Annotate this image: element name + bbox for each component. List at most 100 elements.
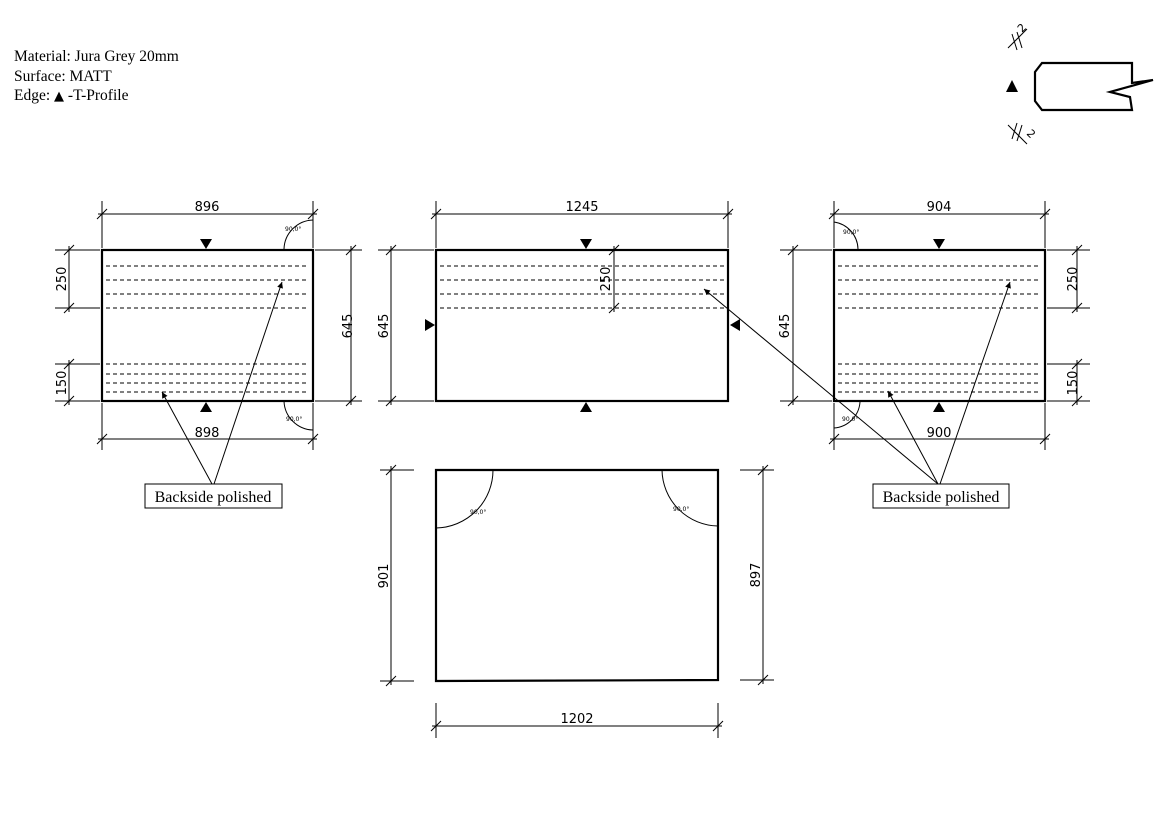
- bottom-right-height: 897: [749, 563, 764, 588]
- dim-tick: [1071, 302, 1083, 314]
- dim-tick: [96, 433, 108, 445]
- angle-arc: [833, 401, 861, 429]
- angle-label: 90,0°: [285, 226, 301, 233]
- edge-triangle-icon: [933, 402, 945, 412]
- profile-edge-triangle-icon: [1006, 80, 1018, 92]
- left-top-width: 896: [195, 200, 220, 215]
- dim-tick: [828, 433, 840, 445]
- angle-label: 90,0°: [286, 416, 302, 423]
- edge-triangle-icon: [425, 319, 435, 331]
- left-panel-outline: [100, 248, 315, 403]
- dim-tick: [787, 395, 799, 407]
- left-band-top: 250: [55, 267, 70, 292]
- dim-tick: [63, 395, 75, 407]
- profile-outline: [1033, 61, 1154, 112]
- callout-right: Backside polished: [703, 281, 1011, 509]
- bottom-left-height: 901: [377, 564, 392, 589]
- edge-label: Edge:: [14, 87, 51, 104]
- center-panel-outline: [434, 248, 730, 403]
- dim-tick: [307, 433, 319, 445]
- leader-arrow: [939, 281, 1011, 485]
- center-width: 1245: [565, 200, 598, 215]
- edge-triangle-icon: [730, 319, 740, 331]
- edge-triangle-icon: [200, 239, 212, 249]
- chamfer-bottom-label: 2: [1024, 127, 1038, 141]
- callout-left-label: Backside polished: [155, 489, 272, 506]
- dim-tick: [1071, 395, 1083, 407]
- material-line: Material: Jura Grey 20mm: [14, 48, 179, 65]
- dim-tick: [345, 395, 357, 407]
- angle-arc: [283, 219, 314, 250]
- dim-tick: [1071, 244, 1083, 256]
- edge-triangle-icon: [580, 402, 592, 412]
- angle-arc: [283, 400, 314, 431]
- bottom-width: 1202: [560, 712, 593, 727]
- dim-tick: [1039, 433, 1051, 445]
- callout-left-box: [144, 483, 283, 509]
- left-bottom-width: 898: [195, 426, 220, 441]
- dim-tick: [712, 720, 724, 732]
- center-band: 250: [599, 267, 614, 292]
- dim-tick: [608, 302, 620, 314]
- dim-tick: [1071, 358, 1083, 370]
- edge-line: Edge: ▲ -T-Profile: [14, 86, 179, 107]
- chamfer-top-tick: [1016, 31, 1023, 49]
- right-panel-outline: [832, 248, 1047, 403]
- angle-arc: [435, 469, 494, 529]
- center-height: 645: [377, 314, 392, 339]
- dim-tick: [608, 244, 620, 256]
- edge-triangle-icon: ▲: [54, 89, 65, 104]
- leader-arrow: [887, 390, 939, 485]
- dim-tick: [385, 244, 397, 256]
- angle-label: 90,0°: [470, 509, 486, 516]
- edge-profile-name: -T-Profile: [67, 87, 129, 104]
- dim-tick: [307, 208, 319, 220]
- material-spec: Material: Jura Grey 20mm Surface: MATT E…: [14, 47, 179, 107]
- right-band-bottom: 150: [1066, 371, 1081, 396]
- chamfer-top-line: [1007, 28, 1028, 49]
- edge-triangle-icon: [933, 239, 945, 249]
- chamfer-bottom-tick: [1016, 124, 1023, 142]
- leader-arrow: [213, 281, 283, 485]
- callout-right-label: Backside polished: [883, 489, 1000, 506]
- edge-profile-detail: 2 2: [1006, 21, 1154, 145]
- dim-tick: [828, 208, 840, 220]
- angle-label: 90,0°: [843, 229, 859, 236]
- right-panel: 904 900 645 250 150 90,0° 90,0°: [778, 200, 1090, 450]
- leader-arrow: [703, 288, 939, 485]
- left-height: 645: [341, 314, 356, 339]
- dim-tick: [345, 244, 357, 256]
- callout-right-box: [872, 483, 1010, 509]
- left-panel: 896 898 645 250 150 90,0° 90,0°: [55, 200, 362, 450]
- angle-arc: [661, 469, 719, 527]
- dim-tick: [1039, 208, 1051, 220]
- right-band-top: 250: [1066, 267, 1081, 292]
- bottom-panel-outline: [434, 468, 720, 683]
- dim-tick: [63, 244, 75, 256]
- angle-label: 90,0°: [673, 506, 689, 513]
- right-bottom-width: 900: [927, 426, 952, 441]
- dim-tick: [63, 302, 75, 314]
- dim-tick: [722, 208, 734, 220]
- chamfer-bottom-line: [1007, 124, 1028, 145]
- right-height: 645: [778, 314, 793, 339]
- dim-tick: [757, 464, 769, 476]
- dim-tick: [385, 395, 397, 407]
- edge-triangle-icon: [200, 402, 212, 412]
- chamfer-top-tick: [1011, 33, 1018, 51]
- center-panel: 1245 645 250: [377, 200, 740, 412]
- dim-tick: [787, 244, 799, 256]
- dim-tick: [757, 674, 769, 686]
- bottom-panel: 1202 901 897 90,0° 90,0°: [377, 464, 774, 738]
- dim-tick: [430, 208, 442, 220]
- angle-arc: [833, 221, 859, 250]
- right-top-width: 904: [927, 200, 952, 215]
- dim-tick: [63, 358, 75, 370]
- dim-tick: [385, 675, 397, 687]
- edge-triangle-icon: [580, 239, 592, 249]
- surface-line: Surface: MATT: [14, 67, 112, 85]
- angle-label: 90,0°: [842, 416, 858, 423]
- dim-tick: [96, 208, 108, 220]
- callout-left: Backside polished: [144, 281, 283, 509]
